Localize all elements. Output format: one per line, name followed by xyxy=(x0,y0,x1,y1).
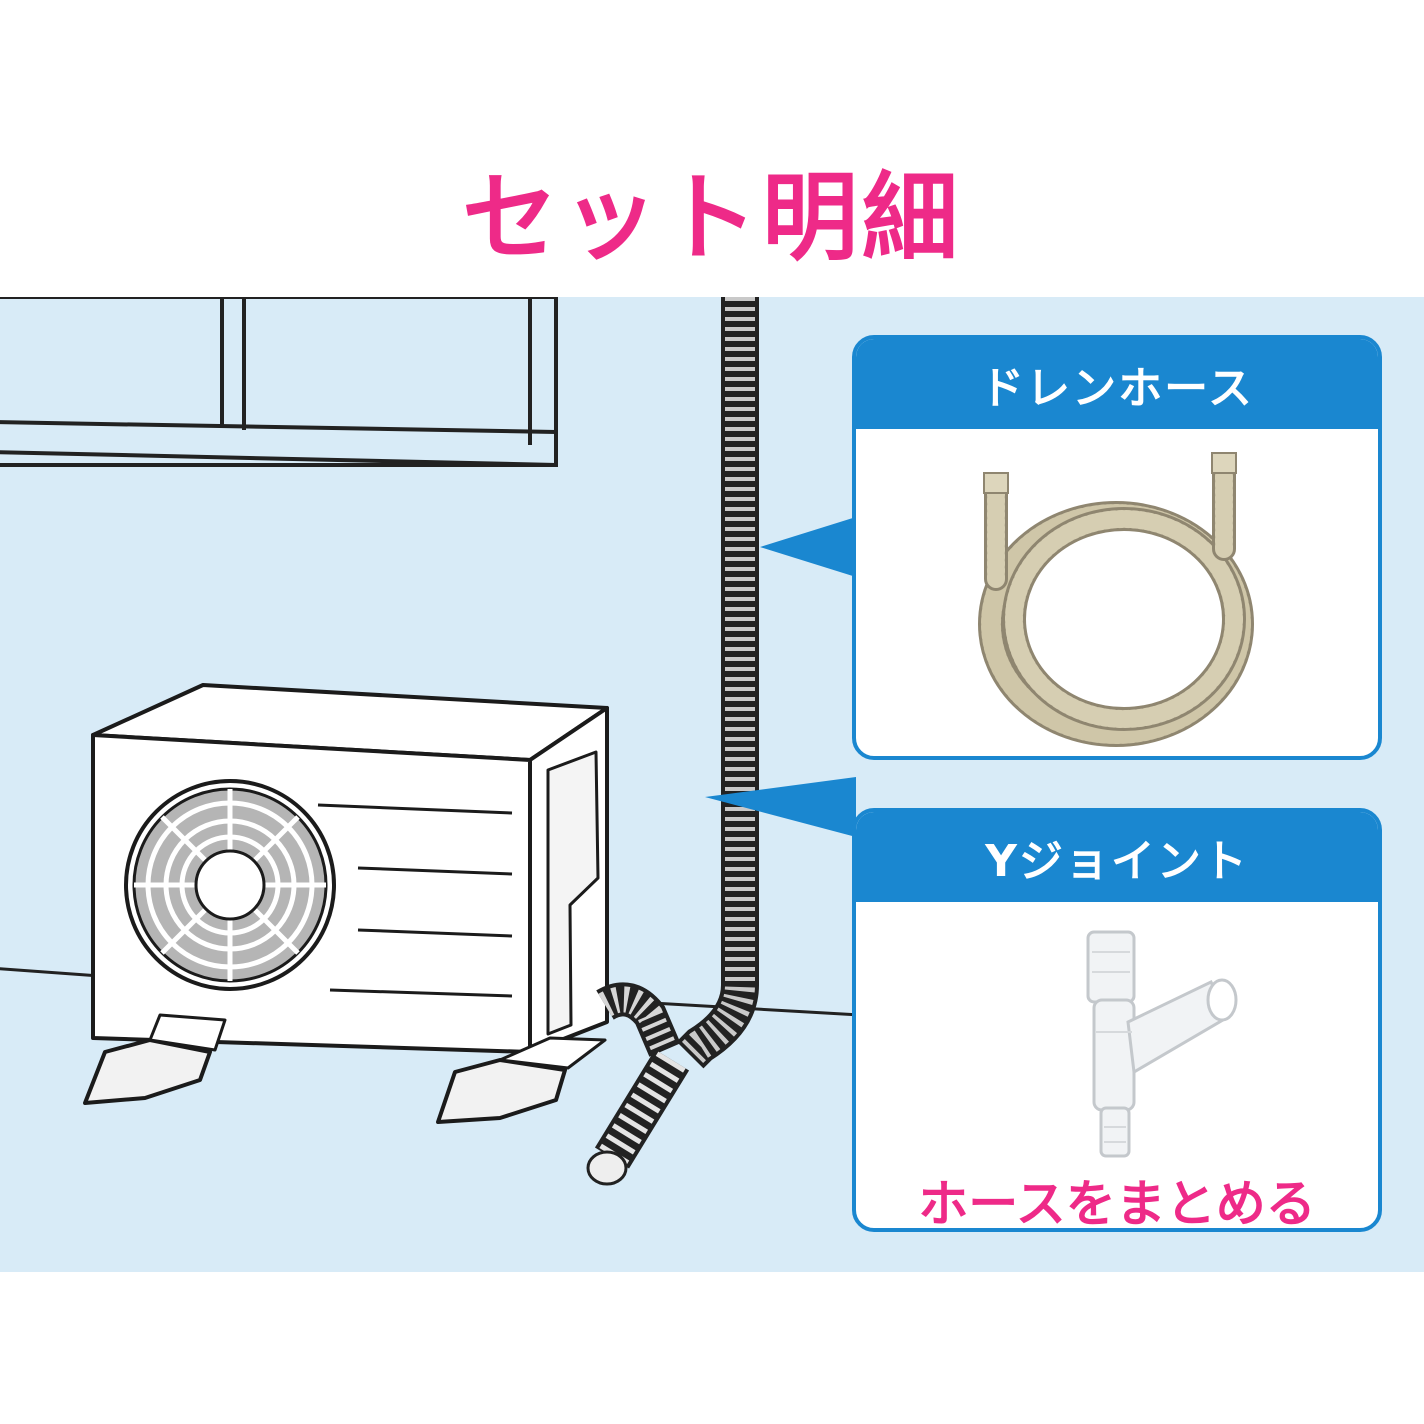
scene-illustration xyxy=(0,297,861,1186)
pointer-arrow-y-joint xyxy=(705,777,856,837)
card-y-joint: Yジョイント ホースをまとめる xyxy=(852,808,1382,1232)
pointer-arrow-drain-hose xyxy=(760,517,856,577)
card-y-joint-caption: ホースをまとめる xyxy=(918,1175,1316,1232)
card-drain-hose-label: ドレンホース xyxy=(856,339,1378,429)
window xyxy=(0,297,558,467)
ac-outdoor-unit xyxy=(83,683,609,1124)
drain-hose-coil-image xyxy=(978,452,1254,747)
card-drain-hose: ドレンホース xyxy=(852,335,1382,760)
y-joint-image xyxy=(1086,930,1238,1158)
page-title: セット明細 xyxy=(462,162,962,274)
card-drain-hose-body xyxy=(856,429,1378,756)
card-y-joint-body: ホースをまとめる xyxy=(856,902,1378,1232)
drain-hose-illustration xyxy=(586,297,759,1186)
card-y-joint-label: Yジョイント xyxy=(856,812,1378,902)
